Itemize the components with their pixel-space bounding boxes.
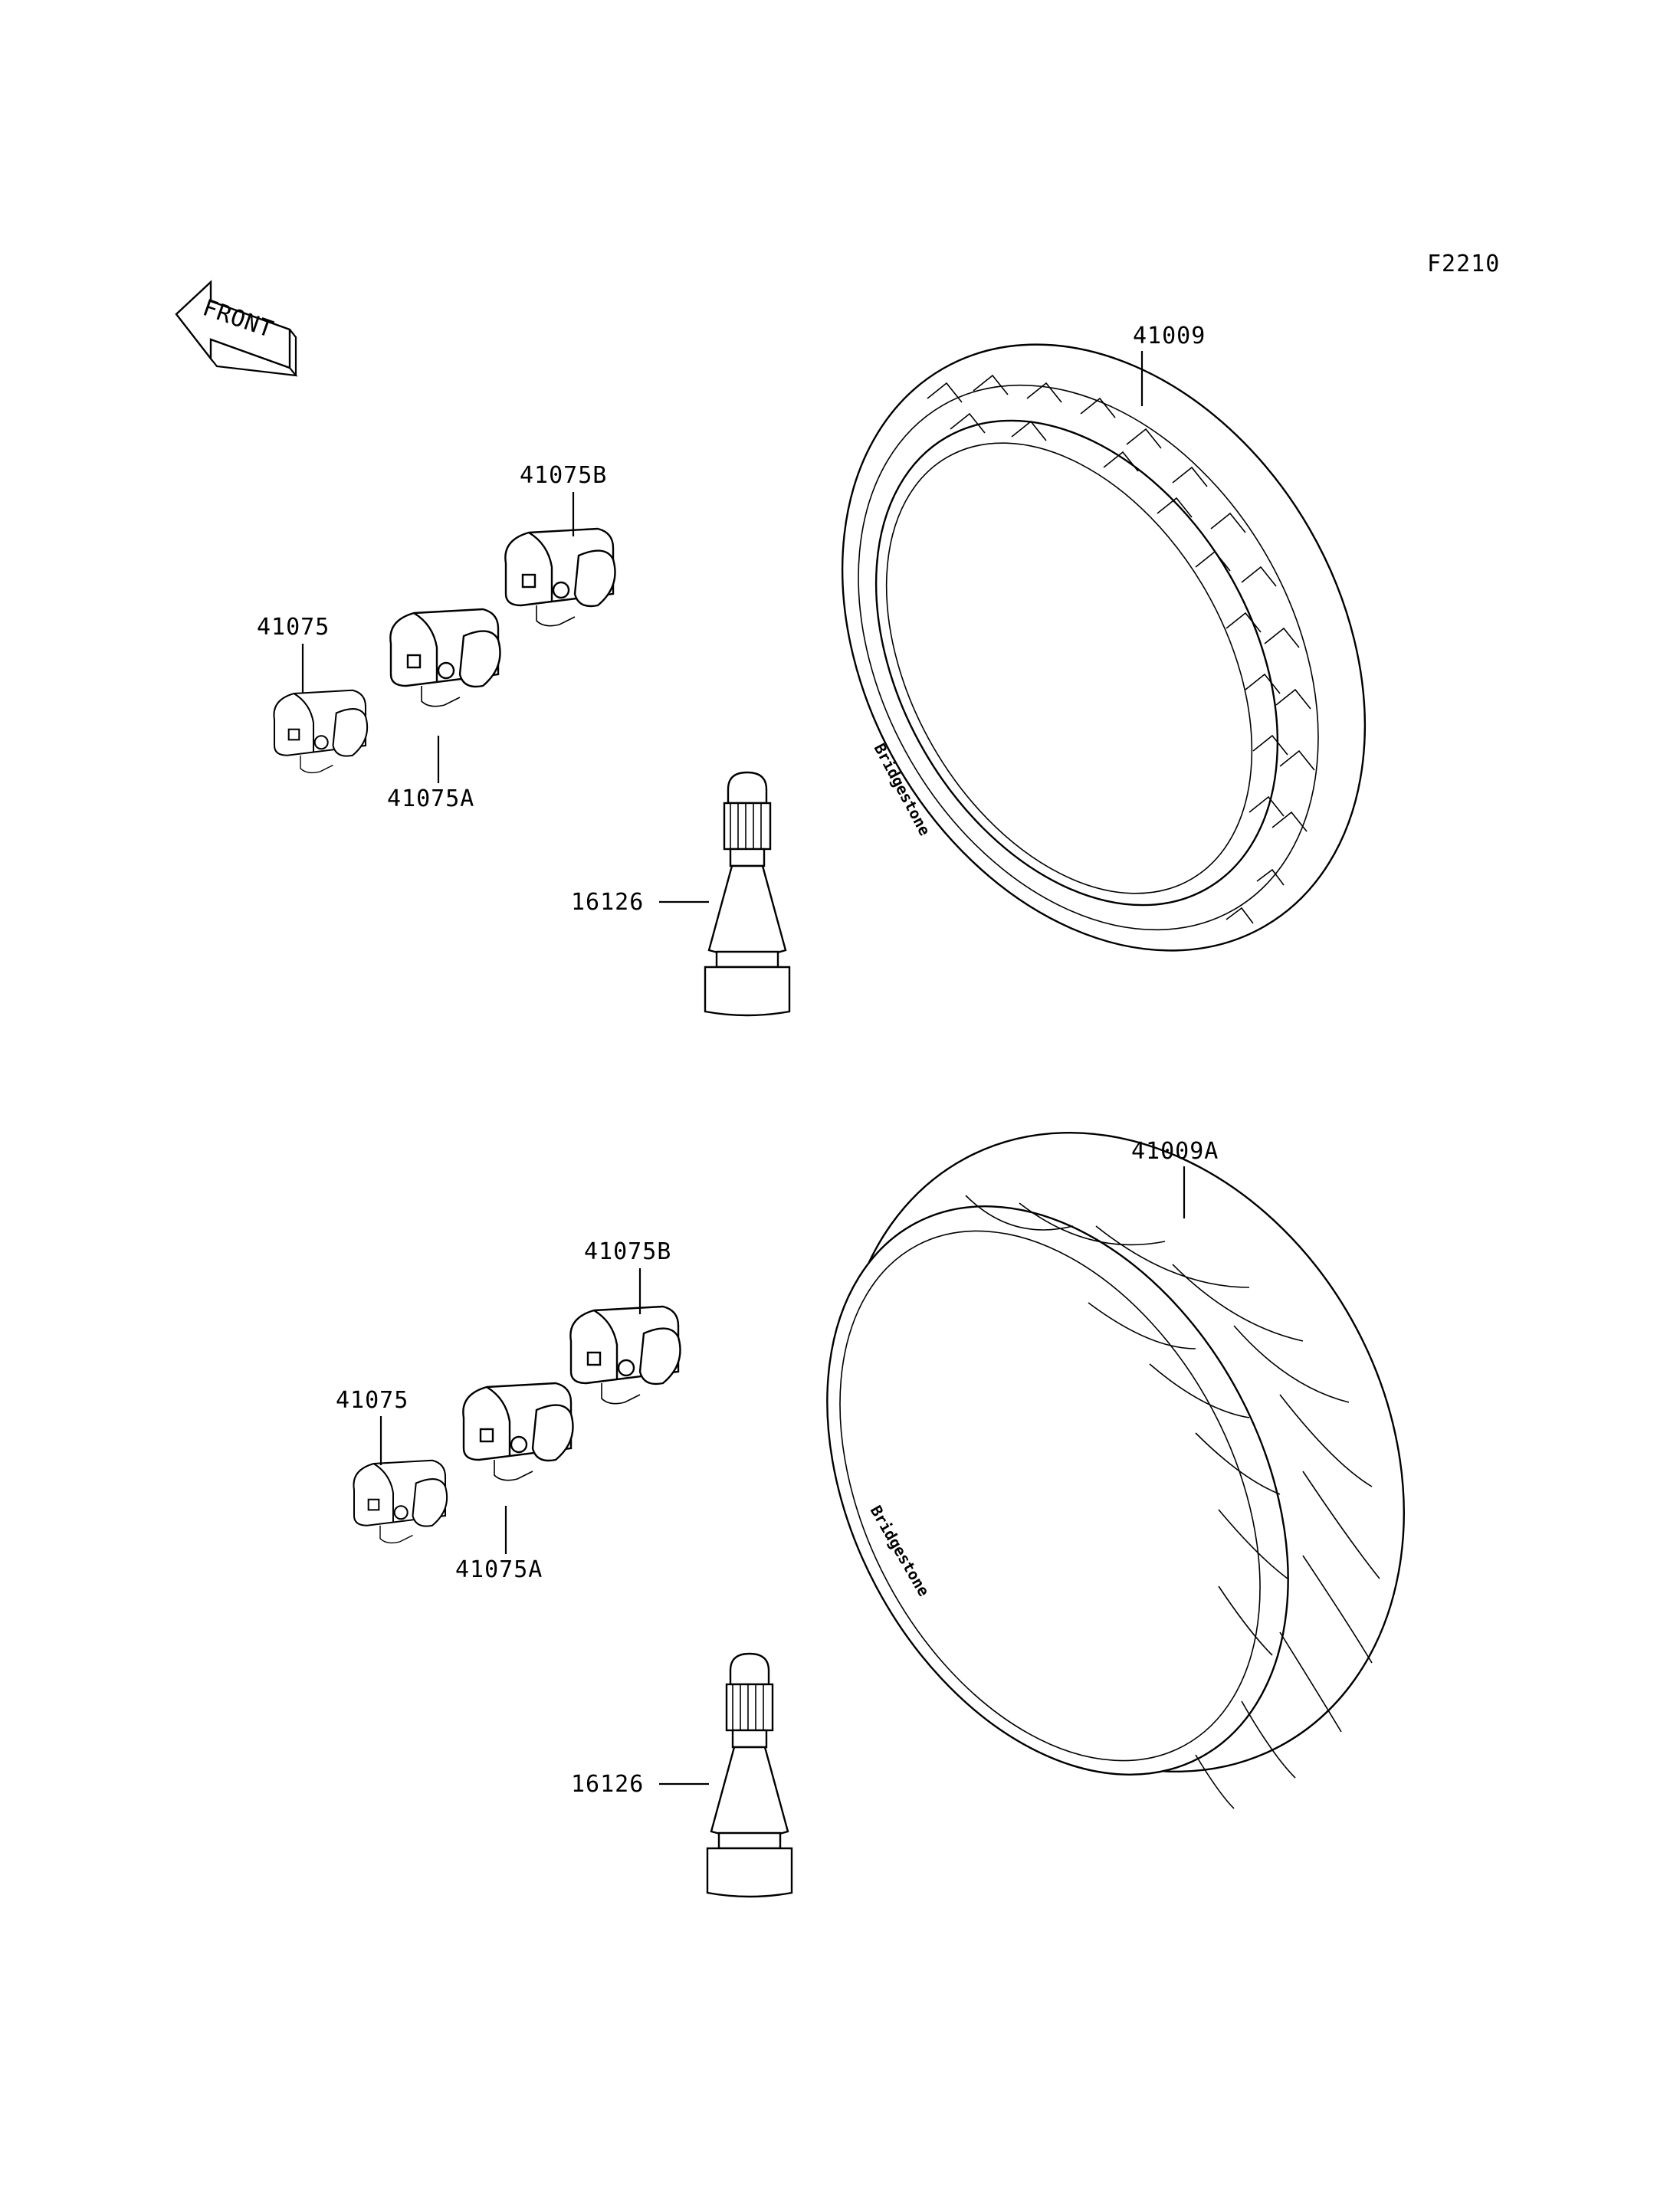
rear-weight-b-label: 41075B [584,1238,671,1265]
rear-weight [353,1459,448,1544]
rear-valve-stem [706,1652,793,1898]
front-weight [273,689,369,774]
front-tire: Bridgestone [841,343,1367,952]
front-weight-a-label: 41075A [387,785,474,812]
rear-weight-b [569,1305,681,1405]
rear-weight-label: 41075 [336,1387,409,1414]
rear-weight-a-label: 41075A [455,1556,543,1583]
rear-tire: Bridgestone [826,1131,1405,1809]
front-arrow-icon: FRONT [175,280,298,377]
rear-valve-label: 16126 [571,1771,644,1798]
rear-tire-label: 41009A [1131,1138,1219,1165]
front-weight-b [504,527,616,627]
front-weight-label: 41075 [257,614,330,641]
front-valve-stem [704,771,791,1017]
front-tire-label: 41009 [1133,323,1206,349]
front-weight-b-label: 41075B [520,462,607,489]
front-weight-a [389,608,501,707]
front-valve-label: 16126 [571,889,644,916]
figure-code: F2210 [1427,251,1500,277]
rear-weight-a [462,1382,574,1481]
